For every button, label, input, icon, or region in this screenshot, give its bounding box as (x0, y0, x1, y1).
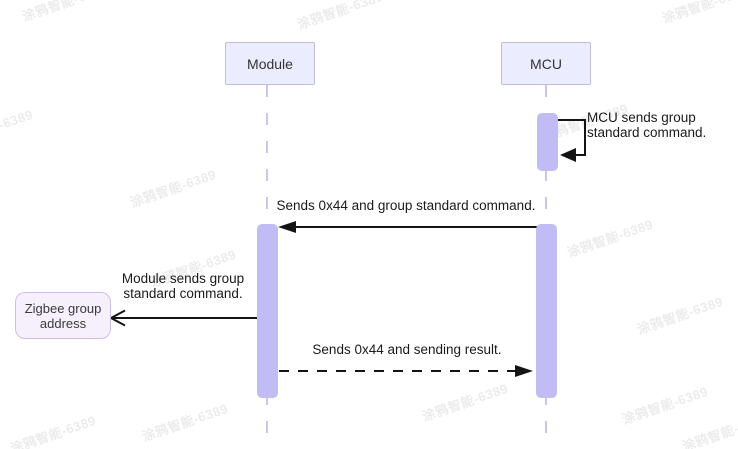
message-label-module-to-zigbee: Module sends group standard command. (103, 271, 263, 301)
message-label-module-to-zigbee-line1: Module sends group (121, 271, 245, 286)
message-label-module-to-zigbee-line2: standard command. (123, 286, 243, 301)
self-message-line (557, 119, 586, 156)
message-label-self-line2: standard command. (587, 125, 707, 140)
actor-label-mcu: MCU (530, 55, 562, 72)
actor-box-module: Module (225, 42, 315, 85)
message-arrowhead-module-to-zigbee (108, 309, 126, 327)
actor-label-module: Module (247, 55, 293, 72)
self-message-arrowhead (560, 148, 576, 162)
activation-bar-module (257, 224, 278, 398)
message-label-self-line1: MCU sends group (587, 110, 696, 125)
message-label-module-to-mcu: Sends 0x44 and sending result. (312, 342, 502, 357)
message-arrowhead-mcu-to-module (278, 221, 296, 233)
zigbee-node-label-line2: address (39, 315, 87, 331)
activation-bar-mcu-2 (536, 224, 557, 398)
zigbee-group-address-node: Zigbee group address (15, 292, 111, 339)
message-arrowhead-module-to-mcu (515, 365, 533, 377)
message-label-self: MCU sends group standard command. (587, 110, 706, 140)
zigbee-node-label-line1: Zigbee group (24, 300, 102, 316)
message-label-mcu-to-module: Sends 0x44 and group standard command. (276, 198, 536, 213)
activation-bar-mcu-1 (537, 113, 558, 171)
actor-box-mcu: MCU (501, 42, 591, 85)
